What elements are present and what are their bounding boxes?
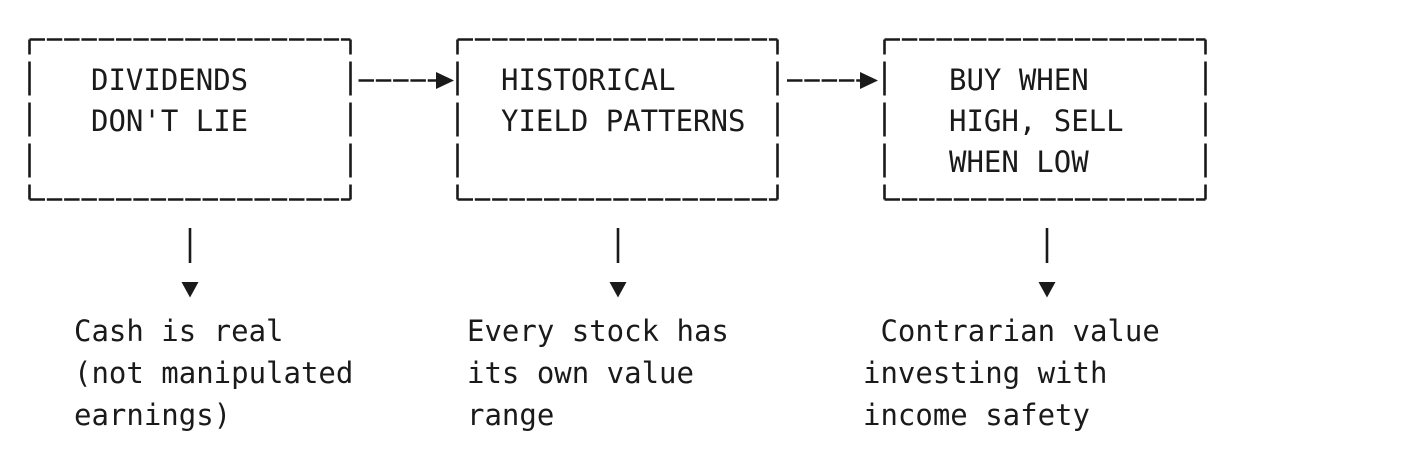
node-3-border [883,38,1207,201]
node-1-border [28,38,352,201]
arrow-down-icon [181,228,199,298]
arrow-right-icon [787,72,878,89]
node-2-border [456,38,779,201]
node-label-buy-when-high-sell-when-low: BUY WHEN HIGH, SELL WHEN LOW [949,62,1124,179]
node-caption-value-range: Every stock has its own value range [467,314,729,432]
node-caption-cash-is-real: Cash is real (not manipulated earnings) [74,314,354,432]
node-label-historical-yield-patterns: HISTORICAL YIELD PATTERNS [501,62,746,138]
arrow-right-icon [358,72,454,89]
node-caption-contrarian-value: Contrarian value investing with income s… [863,314,1160,432]
arrow-down-icon [609,228,627,298]
arrow-down-icon [1038,228,1056,298]
node-label-dividends-dont-lie: DIVIDENDS DON'T LIE [91,62,249,138]
